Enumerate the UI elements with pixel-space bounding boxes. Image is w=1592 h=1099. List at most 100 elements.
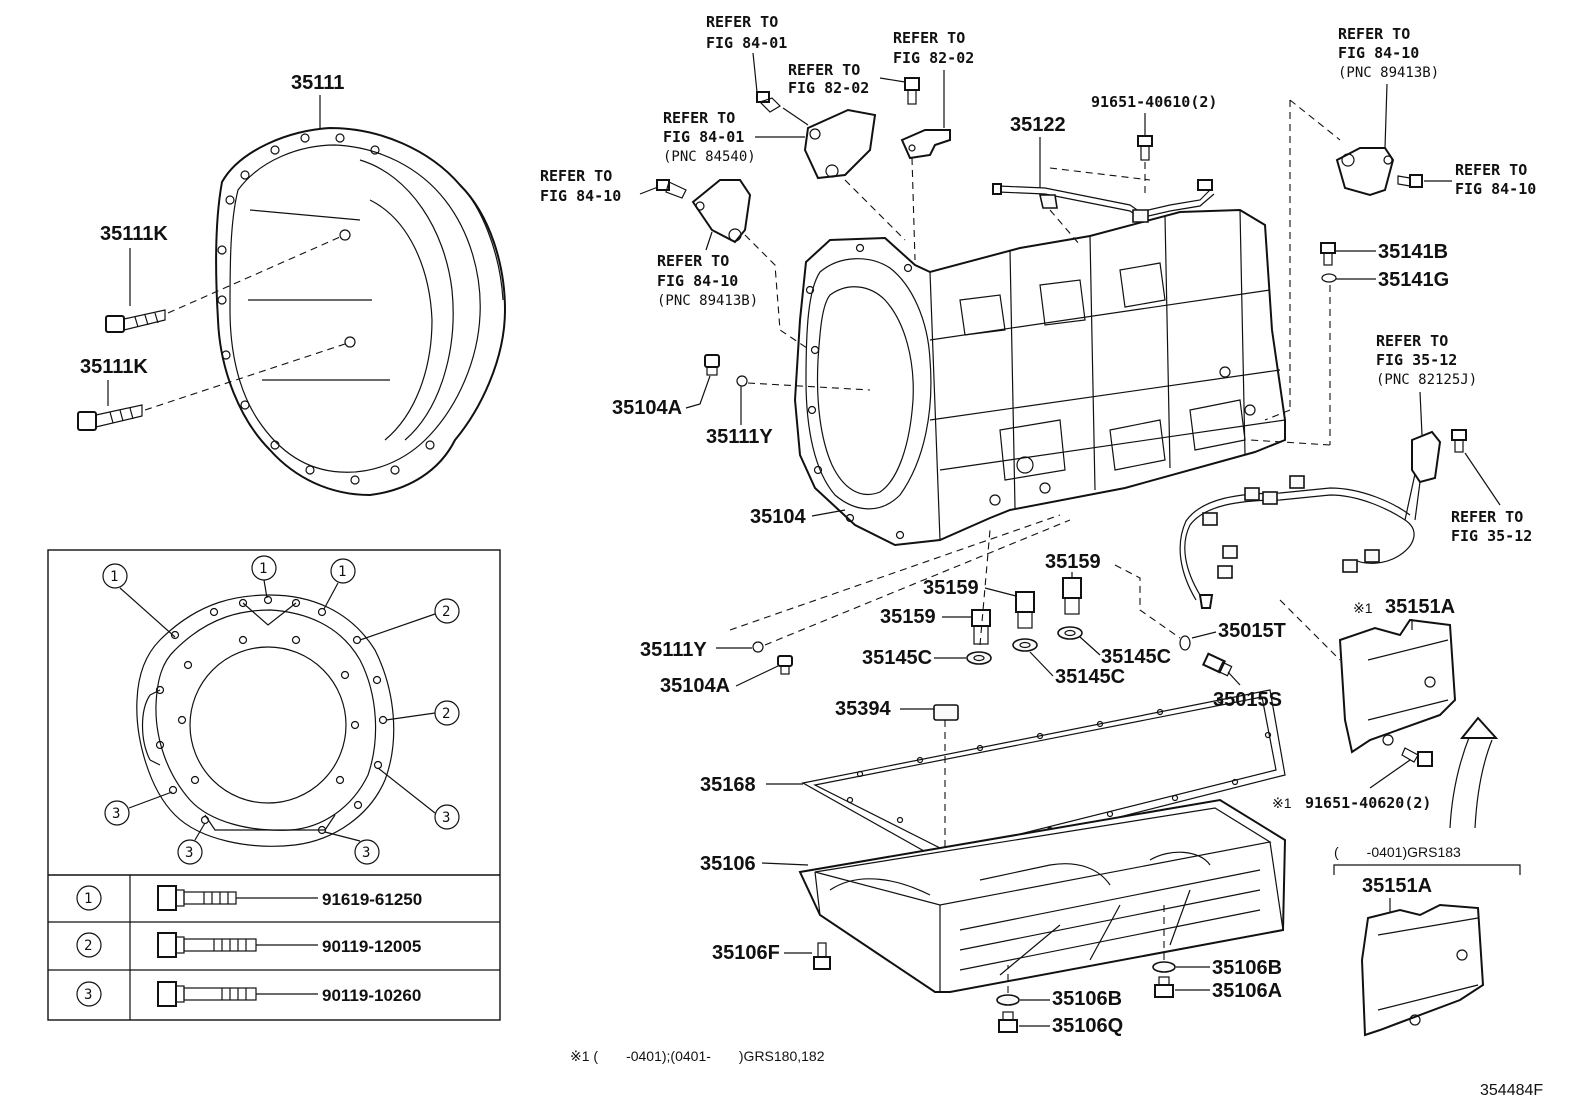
ref-fig-84-10-a: REFER TO bbox=[540, 167, 612, 185]
label-35145C-a: 35145C bbox=[862, 647, 932, 669]
label-35111: 35111 bbox=[291, 72, 344, 94]
callout-2a: 2 bbox=[434, 598, 460, 624]
label-35111K-upper: 35111K bbox=[100, 223, 168, 245]
bolt-part-3: 90119-10260 bbox=[322, 986, 421, 1005]
shield-35151A-lower bbox=[1360, 903, 1485, 1037]
bolt-fig84-10-right bbox=[1397, 174, 1423, 188]
label-35141G: 35141G bbox=[1378, 269, 1449, 291]
callout-2b: 2 bbox=[434, 700, 460, 726]
label-35106Q: 35106Q bbox=[1052, 1015, 1123, 1037]
svg-text:1: 1 bbox=[338, 564, 346, 580]
svg-text:2: 2 bbox=[442, 706, 450, 722]
svg-text:1: 1 bbox=[110, 569, 118, 585]
svg-text:FIG 84-10: FIG 84-10 bbox=[1338, 44, 1419, 62]
label-35111Y-upper: 35111Y bbox=[706, 426, 773, 448]
label-35106F: 35106F bbox=[712, 942, 780, 964]
label-35159-b: 35159 bbox=[923, 577, 979, 599]
figure-id: 354484F bbox=[1480, 1082, 1543, 1099]
bolt-part-2: 90119-12005 bbox=[322, 937, 421, 956]
svg-text:3: 3 bbox=[442, 810, 450, 826]
washer-35141G bbox=[1321, 273, 1337, 283]
label-35111K-lower: 35111K bbox=[80, 356, 148, 378]
label-35151A-upper: 35151A bbox=[1385, 596, 1455, 618]
svg-text:FIG 82-02: FIG 82-02 bbox=[893, 49, 974, 67]
ref-fig-35-12-pnc: REFER TO bbox=[1376, 332, 1448, 350]
bolt-91651-40610 bbox=[1137, 135, 1153, 161]
sensor-89413B-right bbox=[1335, 147, 1395, 197]
svg-text:FIG 82-02: FIG 82-02 bbox=[788, 79, 869, 97]
oring-35111Y-lower bbox=[752, 641, 764, 653]
oring-35111Y-upper bbox=[736, 375, 748, 387]
svg-text:FIG 84-10: FIG 84-10 bbox=[657, 272, 738, 290]
svg-text:3: 3 bbox=[362, 845, 370, 861]
bolt-table-row-3: 3 90119-10260 bbox=[76, 981, 421, 1007]
label-35394: 35394 bbox=[835, 698, 891, 720]
svg-text:FIG 35-12: FIG 35-12 bbox=[1376, 351, 1457, 369]
ref-fig-84-01-pnc: REFER TO bbox=[663, 109, 735, 127]
label-35104A-upper: 35104A bbox=[612, 397, 682, 419]
svg-text:(PNC 89413B): (PNC 89413B) bbox=[1338, 65, 1439, 81]
seal-35145C-a bbox=[966, 651, 992, 665]
speed-sensor-84540 bbox=[803, 108, 877, 180]
bolt-35111K-lower bbox=[77, 342, 349, 431]
callout-3b: 3 bbox=[434, 804, 460, 830]
callout-3c: 3 bbox=[177, 839, 203, 865]
bolt-35106F bbox=[813, 942, 831, 970]
label-35159-c: 35159 bbox=[1045, 551, 1101, 573]
svg-text:(PNC 82125J): (PNC 82125J) bbox=[1376, 372, 1477, 388]
bracket-fig82-02 bbox=[900, 129, 951, 160]
callout-1c: 1 bbox=[330, 558, 356, 584]
ref-fig-84-01-a: REFER TO bbox=[706, 13, 778, 31]
callout-1b: 1 bbox=[251, 555, 277, 581]
svg-text:1: 1 bbox=[259, 561, 267, 577]
magnet-35394 bbox=[933, 704, 959, 721]
svg-text:FIG 84-01: FIG 84-01 bbox=[706, 34, 787, 52]
sensor-89413B-left bbox=[691, 179, 752, 244]
svg-text:3: 3 bbox=[185, 845, 193, 861]
label-35159-a: 35159 bbox=[880, 606, 936, 628]
shield-35151A-upper bbox=[1338, 618, 1457, 754]
svg-text:FIG 84-10: FIG 84-10 bbox=[1455, 180, 1536, 198]
bolt-position-inset: 1 1 1 2 2 3 3 3 3 1 91619-61250 2 bbox=[47, 549, 501, 1021]
svg-text:1: 1 bbox=[84, 891, 92, 907]
label-35145C-b: 35145C bbox=[1055, 666, 1125, 688]
svg-text:(PNC 84540): (PNC 84540) bbox=[663, 149, 756, 165]
transmission-case bbox=[793, 208, 1286, 547]
bolt-table-row-1: 1 91619-61250 bbox=[76, 885, 422, 911]
bolt-fig35-12 bbox=[1451, 429, 1467, 453]
svg-text:2: 2 bbox=[84, 938, 92, 954]
plug-35159-a bbox=[971, 609, 991, 645]
label-35168: 35168 bbox=[700, 774, 756, 796]
ref-fig-84-10-pnc-right: REFER TO bbox=[1338, 25, 1410, 43]
label-35141B: 35141B bbox=[1378, 241, 1448, 263]
bolt-35111K-upper bbox=[105, 236, 341, 333]
wire-harness bbox=[1179, 459, 1419, 609]
svg-text:2: 2 bbox=[442, 604, 450, 620]
label-35151A-lower: 35151A bbox=[1362, 875, 1432, 897]
label-35145C-c: 35145C bbox=[1101, 646, 1171, 668]
label-35106A: 35106A bbox=[1212, 980, 1282, 1002]
plug-35106A bbox=[1154, 976, 1174, 998]
bolt-fig84-10-left bbox=[656, 179, 687, 199]
seal-35145C-c bbox=[1057, 626, 1083, 640]
ref-fig-82-02-a: REFER TO bbox=[788, 61, 860, 79]
svg-text:3: 3 bbox=[112, 806, 120, 822]
ref-fig-35-12-b: REFER TO bbox=[1451, 508, 1523, 526]
oring-35015T bbox=[1179, 635, 1191, 651]
svg-text:FIG 84-10: FIG 84-10 bbox=[540, 187, 621, 205]
svg-text:3: 3 bbox=[84, 987, 92, 1003]
plug-35104A-lower bbox=[777, 655, 793, 675]
variant-header: ( -0401)GRS183 bbox=[1334, 844, 1461, 860]
seal-35145C-b bbox=[1012, 638, 1038, 652]
plug-35104A-upper bbox=[704, 354, 720, 376]
svg-text:FIG 84-01: FIG 84-01 bbox=[663, 128, 744, 146]
ref-fig-84-10-pnc-left: REFER TO bbox=[657, 252, 729, 270]
callout-3a: 3 bbox=[104, 800, 130, 826]
label-35104A-lower: 35104A bbox=[660, 675, 730, 697]
label-35106B-left: 35106B bbox=[1052, 988, 1122, 1010]
note-mark-2: ※1 bbox=[1272, 795, 1292, 811]
label-35015T: 35015T bbox=[1218, 620, 1286, 642]
plug-35159-b bbox=[1015, 591, 1035, 629]
gasket-35106B-right bbox=[1152, 961, 1176, 973]
plug-35106Q bbox=[998, 1011, 1018, 1033]
